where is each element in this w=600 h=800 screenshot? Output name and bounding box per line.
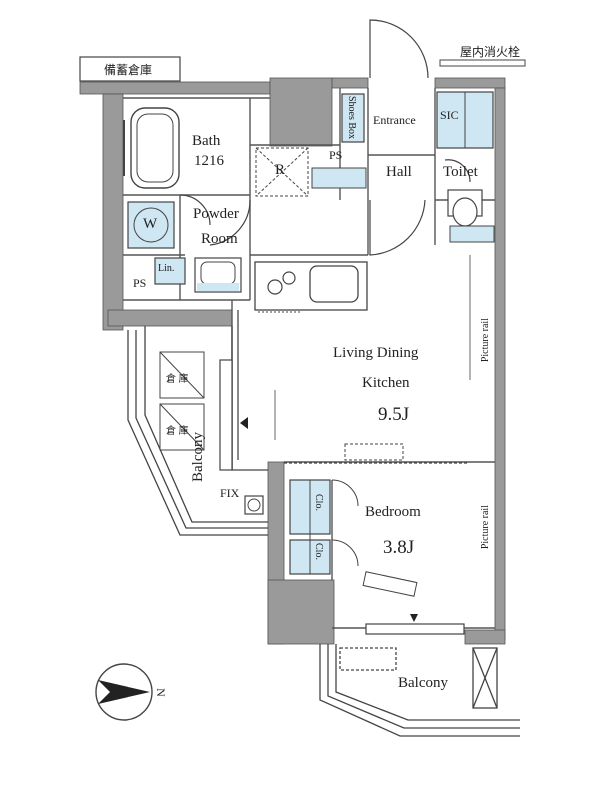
counter-blue [311,167,367,189]
hydrant-line [439,59,526,67]
hatch-lines [274,255,471,440]
outdoor-unit [244,495,264,515]
shed-label-2: 倉 庫 [166,426,189,437]
bathtub [123,107,180,189]
kitchen-counter [254,261,368,313]
linen-box [154,257,186,285]
entrance-label: Entrance [373,113,416,127]
bedroom-closets [289,479,359,575]
refrigerator-space [255,147,309,197]
washer-fixture [127,201,175,249]
exterior-walls [79,77,506,645]
hydrant-label: 屋内消火栓 [460,45,521,59]
sic-label: SIC [440,108,459,122]
balcony-bottom-label: Balcony [398,675,448,691]
powder-room-label-2: Room [201,231,238,247]
picture-rail-upper-label: Picture rail [480,318,491,363]
ldk-partition-dashed [344,443,404,461]
bedroom-ac [362,571,418,597]
ldk-area-label: 9.5J [378,404,410,425]
entry-arrow-ldk [240,417,248,429]
bedroom-label: Bedroom [365,504,421,520]
entry-arrow-bedroom [410,614,418,622]
refrigerator-label: R [275,162,286,178]
door-swings [179,19,471,256]
compass [95,663,153,721]
balcony-bottom-outline [319,644,520,737]
ps-left-label: PS [133,276,147,290]
picture-rail-lower-label: Picture rail [480,505,491,550]
ldk-label-2: Kitchen [362,375,410,391]
toilet-fixture [447,189,495,243]
linen-label: Lin. [158,263,175,274]
windows [219,359,465,635]
bedroom-area-label: 3.8J [383,537,415,558]
hall-label: Hall [386,164,412,180]
shoes-box-label: Shoes Box [346,96,357,140]
ps-center-label: PS [329,148,343,162]
closet-lower-label: Clo. [313,543,324,560]
shed-label-1: 倉 庫 [166,374,189,385]
ldk-label-1: Living Dining [333,345,419,361]
powder-room-label-1: Powder [193,206,239,222]
storage-label: 備蓄倉庫 [104,63,153,77]
shoes-box [341,93,365,143]
bath-size-label: 1216 [194,153,224,169]
balcony-sheds [159,351,205,451]
storage-box [79,56,181,82]
bath-label: Bath [192,133,221,149]
toilet-label: Toilet [443,164,478,180]
north-label: N [153,688,168,697]
fix-label: FIX [220,486,240,500]
closet-upper-label: Clo. [313,494,324,511]
powder-sink [194,257,242,293]
washer-label: W [143,216,158,232]
balcony-left-label: Balcony [190,432,206,482]
